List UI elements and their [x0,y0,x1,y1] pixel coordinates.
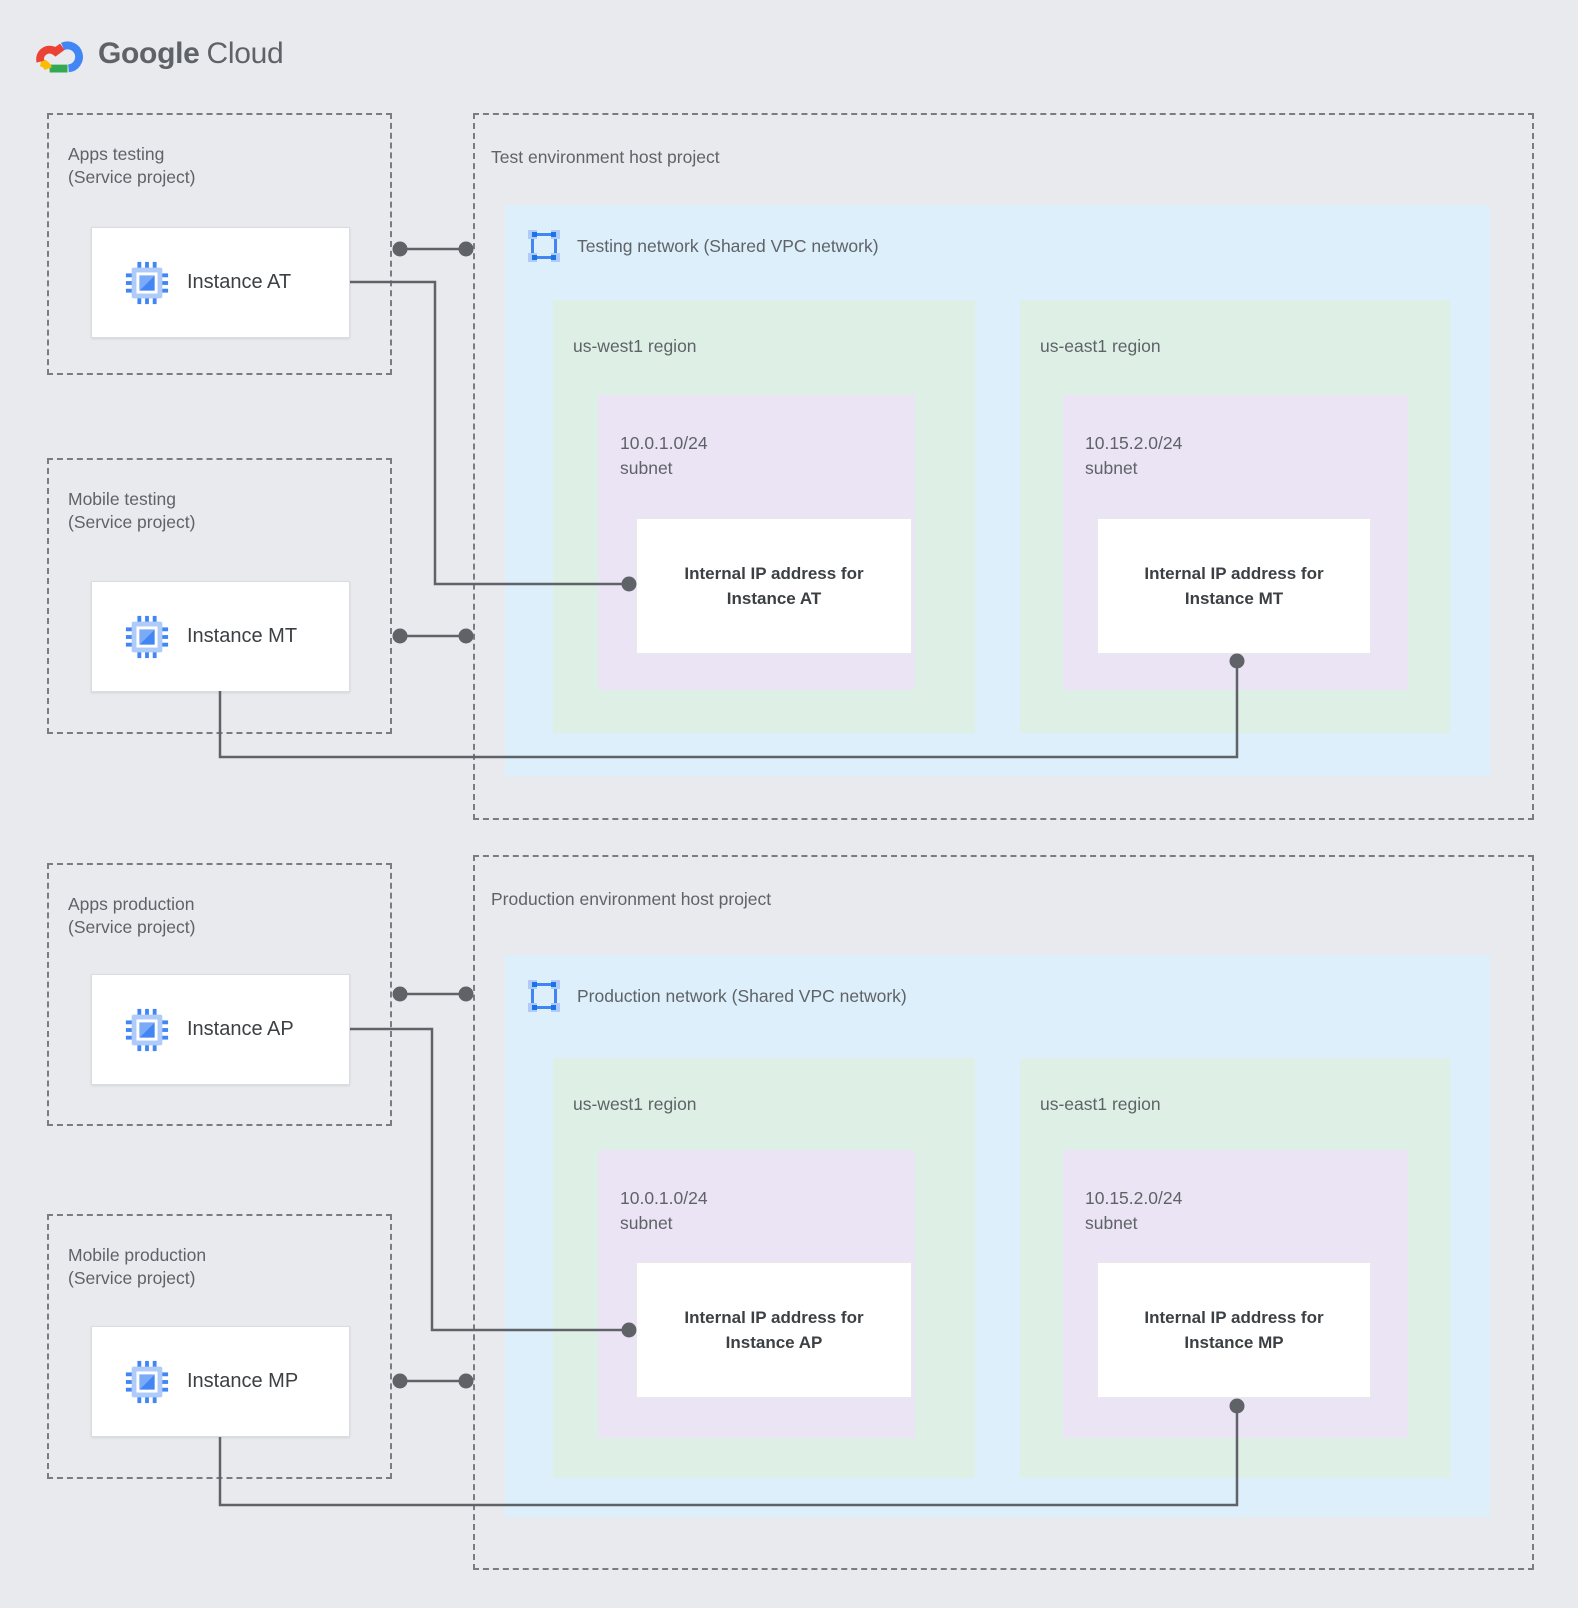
service-project-apps-testing: Apps testing (Service project) Instance … [47,113,392,375]
region-label: us-east1 region [1040,336,1161,356]
compute-engine-icon [125,615,169,658]
vpc-network-production: Production network (Shared VPC network) … [505,955,1490,1517]
region-label: us-west1 region [573,1094,697,1114]
instance-at-label: Instance AT [187,271,292,293]
link-mobile-production-to-host [392,1373,474,1389]
subnet-cidr: 10.0.1.0/24 [620,433,708,453]
link-apps-production-to-host [392,986,474,1002]
host-project-title: Test environment host project [491,147,720,167]
subnet-word: subnet [620,1213,673,1233]
subnet-us-west1-prod: 10.0.1.0/24 subnet Internal IP address f… [598,1150,915,1438]
subnet-label: 10.0.1.0/24 subnet [620,1186,708,1236]
subnet-word: subnet [1085,1213,1138,1233]
subnet-us-east1-test: 10.15.2.0/24 subnet Internal IP address … [1063,395,1408,690]
instance-card-ap: Instance AP [91,974,350,1085]
subnet-cidr: 10.0.1.0/24 [620,1188,708,1208]
ip-line2: Instance AT [726,589,822,608]
compute-engine-icon [125,261,169,304]
vpc-network-label: Testing network (Shared VPC network) [577,235,879,256]
region-us-east1-prod: us-east1 region 10.15.2.0/24 subnet Inte… [1020,1058,1450,1478]
service-project-label: Mobile production (Service project) [68,1244,206,1290]
subnet-word: subnet [1085,458,1138,478]
instance-card-at: Instance AT [91,227,350,338]
subnet-word: subnet [620,458,673,478]
service-project-name: Mobile testing [68,489,176,509]
service-project-type: (Service project) [68,917,196,937]
internal-ip-instance-ap: Internal IP address for Instance AP [636,1262,912,1398]
region-us-west1-test: us-west1 region 10.0.1.0/24 subnet Inter… [553,300,975,733]
ip-line1: Internal IP address for [1144,564,1324,583]
region-us-west1-prod: us-west1 region 10.0.1.0/24 subnet Inter… [553,1058,975,1478]
compute-engine-icon [125,1360,169,1403]
internal-ip-instance-mt: Internal IP address for Instance MT [1097,518,1371,654]
logo-word-cloud: Cloud [206,37,284,70]
ip-line1: Internal IP address for [1144,1308,1324,1327]
ip-line1: Internal IP address for [684,1308,864,1327]
google-cloud-logo-icon [36,41,83,73]
internal-ip-instance-at: Internal IP address for Instance AT [636,518,912,654]
vpc-network-icon [528,230,560,262]
ip-line2: Instance AP [725,1333,823,1352]
subnet-us-west1-test: 10.0.1.0/24 subnet Internal IP address f… [598,395,915,690]
ip-line2: Instance MT [1184,589,1284,608]
host-project-title: Production environment host project [491,889,772,909]
instance-mp-label: Instance MP [187,1370,299,1392]
service-project-label: Apps testing (Service project) [68,143,195,189]
service-project-type: (Service project) [68,167,196,187]
ip-line1: Internal IP address for [684,564,864,583]
host-project-production: Production environment host project Pro [473,855,1534,1570]
service-project-mobile-testing: Mobile testing (Service project) Instanc… [47,458,392,734]
compute-engine-icon [125,1008,169,1051]
vpc-network-header: Production network (Shared VPC network) [527,979,907,1013]
ip-line2: Instance MP [1184,1333,1284,1352]
instance-ap-label: Instance AP [187,1018,294,1040]
subnet-label: 10.15.2.0/24 subnet [1085,431,1182,481]
service-project-label: Apps production (Service project) [68,893,195,939]
region-label: us-east1 region [1040,1094,1161,1114]
service-project-type: (Service project) [68,1268,196,1288]
subnet-label: 10.0.1.0/24 subnet [620,431,708,481]
host-project-test: Test environment host project Testing n [473,113,1534,820]
vpc-network-testing: Testing network (Shared VPC network) us-… [505,205,1490,776]
subnet-label: 10.15.2.0/24 subnet [1085,1186,1182,1236]
region-label: us-west1 region [573,336,697,356]
service-project-mobile-production: Mobile production (Service project) Inst… [47,1214,392,1479]
link-apps-testing-to-host [392,241,474,257]
subnet-cidr: 10.15.2.0/24 [1085,433,1183,453]
logo-word-google: Google [98,37,200,70]
subnet-cidr: 10.15.2.0/24 [1085,1188,1183,1208]
region-us-east1-test: us-east1 region 10.15.2.0/24 subnet Inte… [1020,300,1450,733]
instance-mt-label: Instance MT [187,625,298,647]
link-mobile-testing-to-host [392,628,474,644]
instance-card-mp: Instance MP [91,1326,350,1437]
vpc-network-header: Testing network (Shared VPC network) [527,229,879,263]
service-project-name: Apps production [68,894,195,914]
service-project-name: Mobile production [68,1245,207,1265]
vpc-network-label: Production network (Shared VPC network) [577,985,907,1006]
subnet-us-east1-prod: 10.15.2.0/24 subnet Internal IP address … [1063,1150,1408,1438]
service-project-apps-production: Apps production (Service project) Instan… [47,863,392,1126]
internal-ip-instance-mp: Internal IP address for Instance MP [1097,1262,1371,1398]
vpc-network-icon [528,980,560,1012]
service-project-name: Apps testing [68,144,165,164]
service-project-type: (Service project) [68,512,196,532]
instance-card-mt: Instance MT [91,581,350,692]
service-project-label: Mobile testing (Service project) [68,488,195,534]
